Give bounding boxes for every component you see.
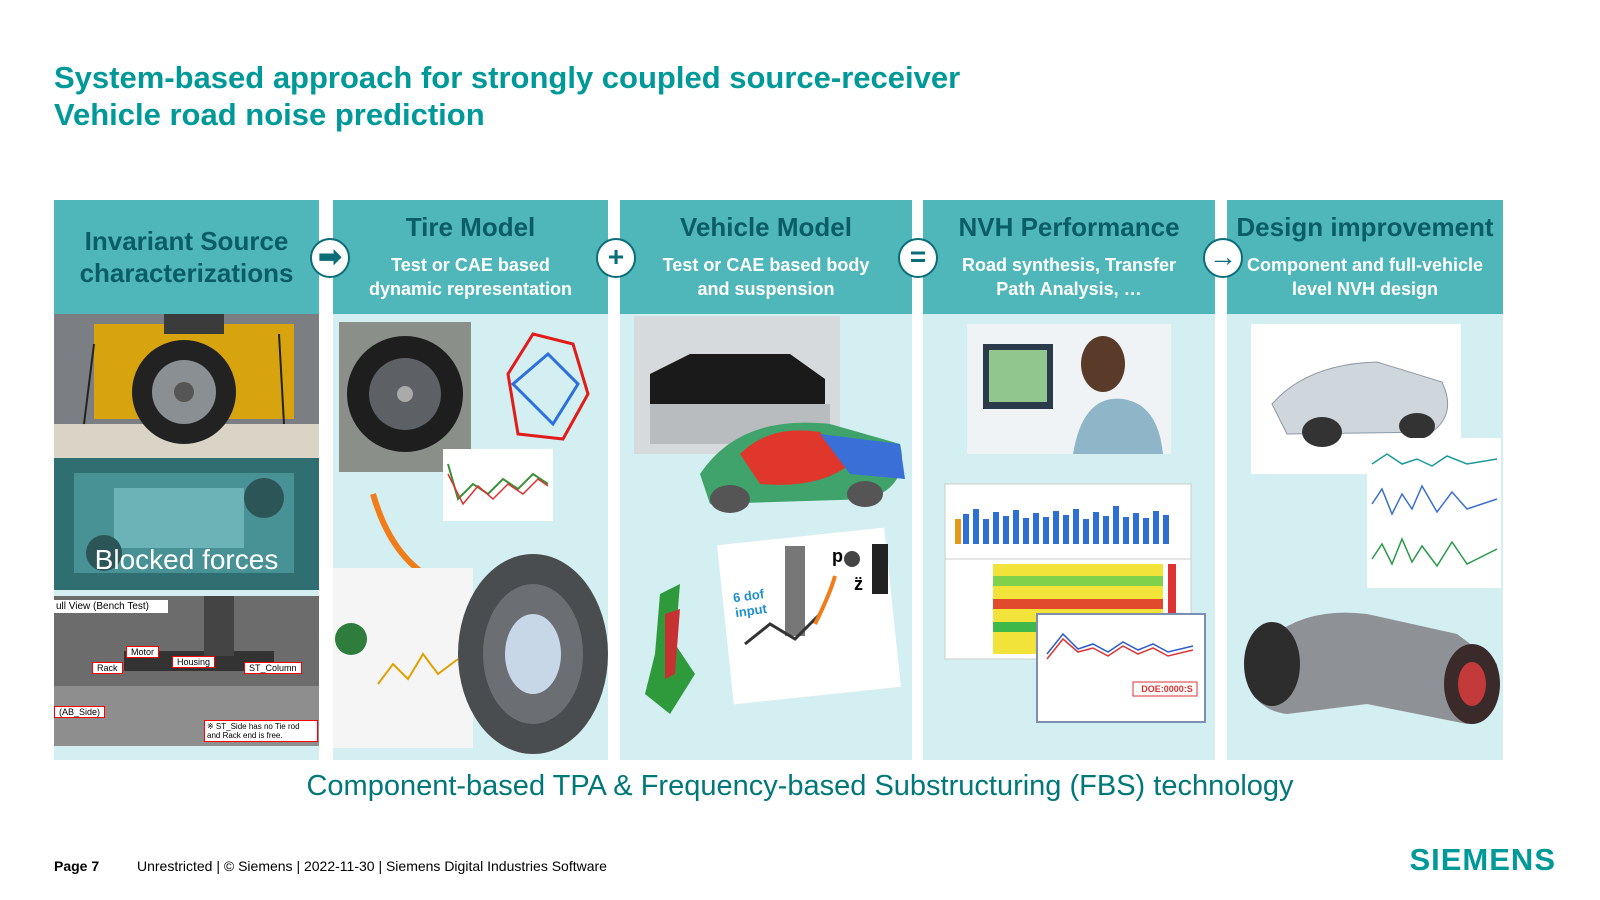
column-subheading: Road synthesis, Transfer Path Analysis, … — [961, 255, 1177, 299]
bench-note: ※ ST_Side has no Tie rod and Rack end is… — [204, 720, 318, 742]
column-header: Invariant Source characterizations — [54, 200, 319, 314]
nvh-performance-visual — [944, 324, 1206, 723]
equals-icon: = — [898, 238, 938, 278]
siemens-logo: SIEMENS — [1409, 842, 1556, 877]
blocked-forces-image: Blocked forces — [54, 458, 319, 590]
column-subheading: Test or CAE based dynamic representation — [368, 255, 573, 299]
column-subheading: Component and full-vehicle level NVH des… — [1246, 255, 1483, 299]
label-motor: Motor — [126, 646, 160, 658]
column-header: Vehicle Model Test or CAE based body and… — [620, 200, 912, 314]
column-header: Tire Model Test or CAE based dynamic rep… — [333, 200, 608, 314]
tire-test-rig-image — [54, 314, 319, 464]
technology-caption: Component-based TPA & Frequency-based Su… — [306, 770, 1294, 802]
column-heading: Tire Model — [405, 212, 536, 242]
slide-subtitle: Vehicle road noise prediction — [54, 97, 485, 132]
accel-label: z̈ — [854, 574, 863, 594]
doe-label: DOE:0000:S — [1141, 684, 1193, 694]
arrow-right-icon: ➡ — [310, 238, 350, 278]
vehicle-model-visual — [634, 316, 905, 714]
column-design-improvement: Design improvement Component and full-ve… — [1227, 200, 1503, 760]
column-header: Design improvement Component and full-ve… — [1227, 200, 1503, 314]
label-rack: Rack — [92, 662, 123, 674]
tire-model-visual — [333, 322, 608, 754]
column-nvh-performance: NVH Performance Road synthesis, Transfer… — [923, 200, 1215, 760]
column-header: NVH Performance Road synthesis, Transfer… — [923, 200, 1215, 314]
dof-input-label: 6 dof input — [732, 586, 768, 621]
label-st-column: ST_Column — [244, 662, 302, 674]
footer-info: Unrestricted | © Siemens | 2022-11-30 | … — [137, 858, 607, 874]
design-improvement-visual — [1244, 324, 1501, 724]
pressure-label: p — [832, 546, 843, 566]
bench-test-image: ull View (Bench Test) Motor Housing Rack… — [54, 596, 319, 746]
column-subheading: Test or CAE based body and suspension — [662, 255, 870, 299]
column-heading: NVH Performance — [958, 212, 1180, 242]
column-tire-model: Tire Model Test or CAE based dynamic rep… — [333, 200, 608, 760]
page-number: Page 7 — [54, 858, 100, 874]
label-housing: Housing — [172, 656, 216, 668]
blocked-forces-label: Blocked forces — [94, 544, 279, 575]
bench-title: ull View (Bench Test) — [54, 600, 168, 613]
column-heading: Design improvement — [1236, 212, 1494, 242]
column-heading: Invariant Source characterizations — [79, 226, 294, 288]
plus-icon: + — [596, 238, 636, 278]
slide-title: System-based approach for strongly coupl… — [54, 60, 961, 95]
label-ab-side: (AB_Side) — [54, 706, 106, 718]
column-heading: Vehicle Model — [680, 212, 852, 242]
column-invariant-source: Invariant Source characterizations Block… — [54, 200, 319, 760]
arrow-right-icon: → — [1203, 238, 1243, 278]
column-vehicle-model: Vehicle Model Test or CAE based body and… — [620, 200, 912, 760]
